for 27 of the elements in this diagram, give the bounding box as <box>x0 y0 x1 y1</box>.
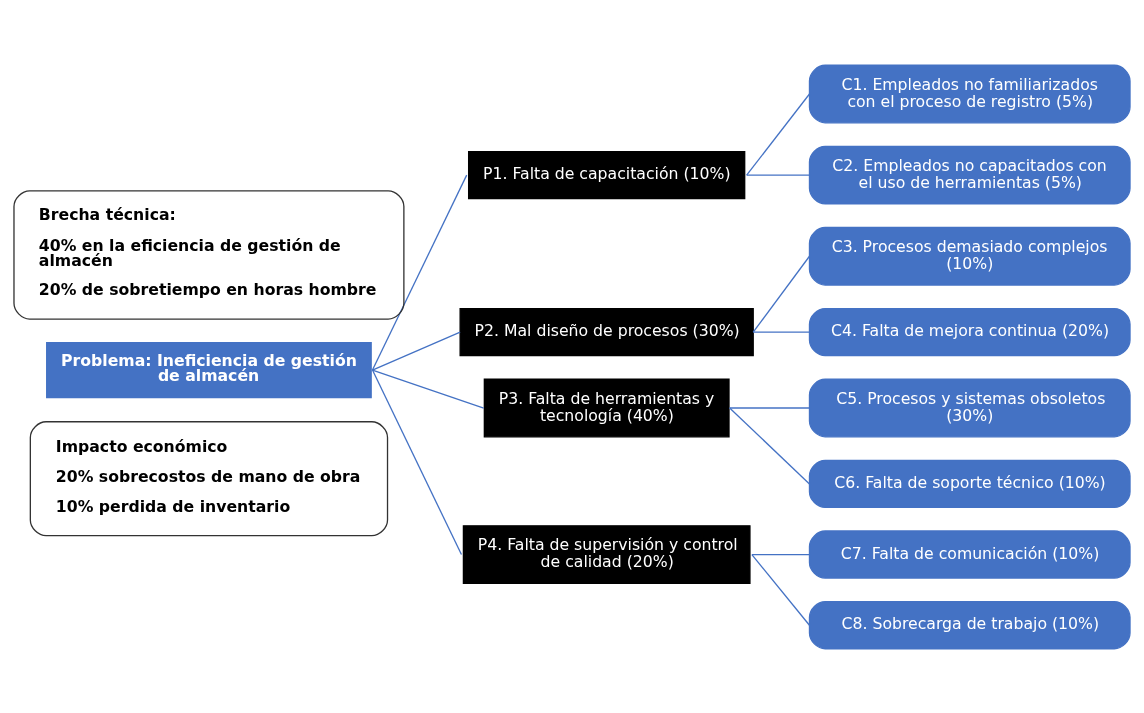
node-box: C3. Procesos demasiado complejos (10%) <box>808 226 1131 286</box>
node-box: C2. Empleados no capacitados con el uso de herramientas (5%) <box>808 145 1131 205</box>
connector <box>371 174 468 371</box>
connector <box>729 406 811 409</box>
node-box: Problema: Ineficiencia de gestión de almacén <box>46 341 372 398</box>
connector <box>371 368 485 409</box>
connector <box>371 368 463 555</box>
connector <box>371 331 461 371</box>
node-box: P4. Falta de supervisión y control de calidad (20%) <box>462 524 751 584</box>
node-box: C7. Falta de comunicación (10%) <box>808 529 1131 579</box>
node-box: C8. Sobrecarga de trabajo (10%) <box>808 600 1131 649</box>
node-box: Impacto económico 20% sobrecostos de mano de obra 10% perdida de inventario <box>29 420 389 536</box>
connector <box>751 553 811 626</box>
connector <box>746 92 811 176</box>
node-box: P2. Mal diseño de procesos (30%) <box>459 307 754 356</box>
node-box: C5. Procesos y sistemas obsoletos (30%) <box>808 378 1131 437</box>
connector <box>752 331 811 333</box>
node-box: P1. Falta de capacitación (10%) <box>468 150 746 199</box>
connector <box>746 174 811 176</box>
node-box: P3. Falta de herramientas y tecnología (40%) <box>483 378 730 437</box>
connector <box>729 406 811 485</box>
node-box: C1. Empleados no familiarizados con el proceso de registro (5%) <box>808 64 1131 123</box>
node-box: Brecha técnica: 40% en la eficiencia de gestión de almacén 20% de sobretiempo en horas hombre <box>13 189 405 320</box>
connector <box>752 255 811 333</box>
node-box: C4. Falta de mejora continua (20%) <box>808 307 1131 356</box>
node-box: C6. Falta de soporte técnico (10%) <box>808 459 1131 508</box>
connector <box>751 553 811 555</box>
